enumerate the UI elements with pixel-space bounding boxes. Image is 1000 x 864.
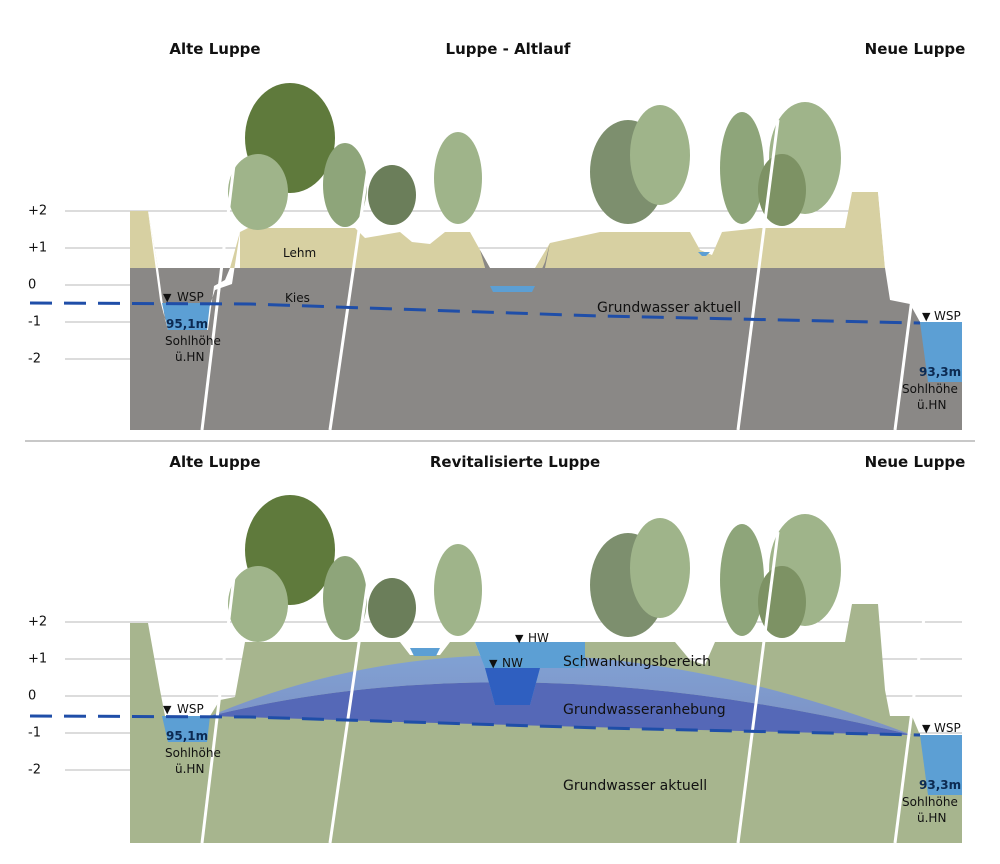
label-nw: NW bbox=[502, 656, 523, 670]
bed-caption-right-bottom: Sohlhöhe bbox=[902, 795, 958, 809]
label-groundwater-top: Grundwasser aktuell bbox=[597, 300, 741, 316]
clay-layer bbox=[130, 192, 885, 268]
scale-label: -1 bbox=[28, 315, 41, 330]
scale-label: -2 bbox=[28, 352, 41, 367]
wsp-marker-right-top: ▼ bbox=[922, 310, 931, 323]
wsp-marker-left-top: ▼ bbox=[163, 291, 172, 304]
water-neue-luppe-top bbox=[920, 322, 962, 382]
label-groundwater-bottom: Grundwasser aktuell bbox=[563, 778, 707, 794]
bed-caption-left-bottom: Sohlhöhe bbox=[165, 746, 221, 760]
bed-value-left-bottom: 95,1m bbox=[166, 729, 208, 743]
gravel-layer bbox=[130, 268, 962, 430]
channel-altlauf bbox=[480, 243, 550, 285]
nw-marker: ▼ bbox=[489, 657, 498, 670]
fluctuation-zone bbox=[210, 654, 912, 735]
water-pond-bottom bbox=[410, 648, 440, 656]
label-lehm: Lehm bbox=[283, 246, 316, 260]
label-fluctuation: Schwankungsbereich bbox=[563, 654, 711, 670]
bed-value-right-top: 93,3m bbox=[919, 365, 961, 379]
wsp-marker-right-bottom: ▼ bbox=[922, 722, 931, 735]
section-break-lines-top bbox=[200, 114, 937, 431]
water-alte-luppe-top bbox=[162, 303, 210, 330]
bed-caption-left-top-2: ü.HN bbox=[175, 350, 204, 364]
bed-caption-right-top: Sohlhöhe bbox=[902, 382, 958, 396]
bottom-section: Alte Luppe Revitalisierte Luppe Neue Lup… bbox=[28, 453, 966, 844]
title-luppe-altlauf: Luppe - Altlauf bbox=[446, 40, 571, 58]
title-revitalisierte-luppe: Revitalisierte Luppe bbox=[430, 453, 600, 471]
elevation-labels-top: +2 +1 0 -1 -2 bbox=[28, 204, 47, 367]
top-section: Alte Luppe Luppe - Altlauf Neue Luppe +2… bbox=[28, 40, 966, 431]
water-altlauf bbox=[490, 286, 535, 292]
raised-groundwater-zone bbox=[210, 682, 912, 735]
wsp-marker-left-bottom: ▼ bbox=[163, 703, 172, 716]
water-small-pool-top bbox=[698, 252, 710, 256]
label-hw: HW bbox=[528, 631, 549, 645]
section-break-lines-bottom bbox=[200, 526, 937, 844]
title-alte-luppe-top: Alte Luppe bbox=[169, 40, 260, 58]
tree-group-bottom bbox=[228, 495, 841, 642]
groundwater-line-bottom bbox=[29, 714, 921, 737]
bed-value-left-top: 95,1m bbox=[166, 317, 208, 331]
tree-group-top bbox=[228, 83, 841, 230]
bed-caption-right-top-2: ü.HN bbox=[917, 398, 946, 412]
scale-label: +2 bbox=[28, 204, 47, 219]
water-revitalized-nw bbox=[485, 668, 540, 705]
hw-marker: ▼ bbox=[515, 632, 524, 645]
title-neue-luppe-top: Neue Luppe bbox=[865, 40, 966, 58]
water-alte-luppe-bottom bbox=[162, 716, 210, 742]
scale-label: +1 bbox=[28, 652, 47, 667]
scale-label: -1 bbox=[28, 726, 41, 741]
scale-label: 0 bbox=[28, 689, 36, 704]
title-neue-luppe-bottom: Neue Luppe bbox=[865, 453, 966, 471]
scale-label: 0 bbox=[28, 278, 36, 293]
water-neue-luppe-bottom bbox=[920, 735, 962, 795]
scale-label: -2 bbox=[28, 763, 41, 778]
wsp-label-right-bottom: WSP bbox=[934, 721, 961, 735]
title-alte-luppe-bottom: Alte Luppe bbox=[169, 453, 260, 471]
wsp-label-left-bottom: WSP bbox=[177, 702, 204, 716]
wsp-label-left-top: WSP bbox=[177, 290, 204, 304]
bed-value-right-bottom: 93,3m bbox=[919, 778, 961, 792]
wsp-label-right-top: WSP bbox=[934, 309, 961, 323]
elevation-labels-bottom: +2 +1 0 -1 -2 bbox=[28, 615, 47, 778]
scale-label: +2 bbox=[28, 615, 47, 630]
label-kies: Kies bbox=[285, 291, 310, 305]
bed-caption-left-bottom-2: ü.HN bbox=[175, 762, 204, 776]
groundwater-line-top bbox=[29, 301, 921, 325]
scale-label: +1 bbox=[28, 241, 47, 256]
bed-caption-right-bottom-2: ü.HN bbox=[917, 811, 946, 825]
channel-neue-luppe-top bbox=[878, 192, 962, 322]
bed-caption-left-top: Sohlhöhe bbox=[165, 334, 221, 348]
label-raising: Grundwasseranhebung bbox=[563, 702, 726, 718]
